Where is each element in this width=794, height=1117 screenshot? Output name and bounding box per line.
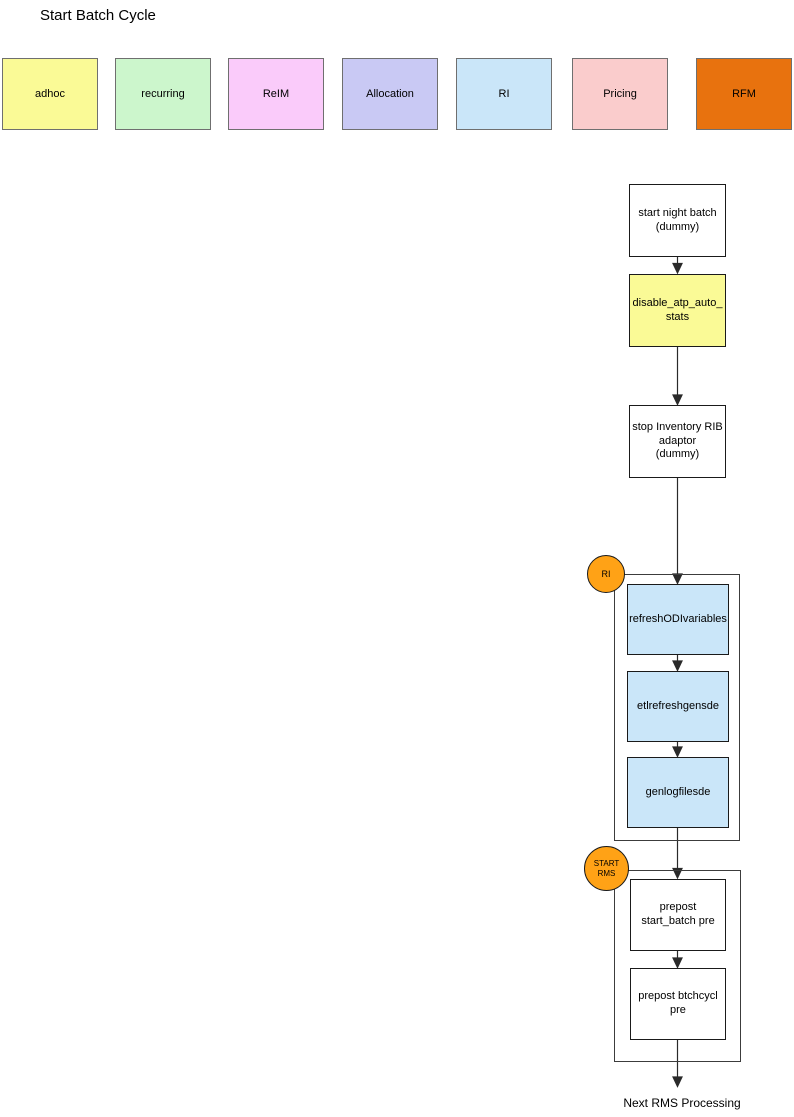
legend-item-rfm: RFM xyxy=(696,58,792,130)
page-title: Start Batch Cycle xyxy=(40,7,156,24)
arrow-stoprib-to-refreshodi xyxy=(672,478,683,585)
arrow-disable-to-stoprib xyxy=(672,347,683,406)
legend-item-reim: ReIM xyxy=(228,58,324,130)
legend-item-allocation: Allocation xyxy=(342,58,438,130)
next-rms-processing-label: Next RMS Processing xyxy=(623,1096,741,1110)
arrow-start-to-disable xyxy=(672,257,683,275)
badge-ri: RI xyxy=(587,555,625,593)
legend-item-ri: RI xyxy=(456,58,552,130)
badge-start-rms: START RMS xyxy=(584,846,629,891)
node-stop-inventory-rib-adaptor: stop Inventory RIB adaptor (dummy) xyxy=(629,405,726,478)
node-prepost-btchcycl-pre: prepost btchcycl pre xyxy=(630,968,726,1040)
node-prepost-start-batch-pre: prepost start_batch pre xyxy=(630,879,726,951)
node-disable-atp-auto-stats: disable_atp_auto_ stats xyxy=(629,274,726,347)
node-start-night-batch: start night batch (dummy) xyxy=(629,184,726,257)
legend-item-pricing: Pricing xyxy=(572,58,668,130)
node-genlogfilesde: genlogfilesde xyxy=(627,757,729,828)
legend-item-recurring: recurring xyxy=(115,58,211,130)
node-etlrefreshgensde: etlrefreshgensde xyxy=(627,671,729,742)
node-refresh-odi-variables: refreshODIvariables xyxy=(627,584,729,655)
legend-item-adhoc: adhoc xyxy=(2,58,98,130)
